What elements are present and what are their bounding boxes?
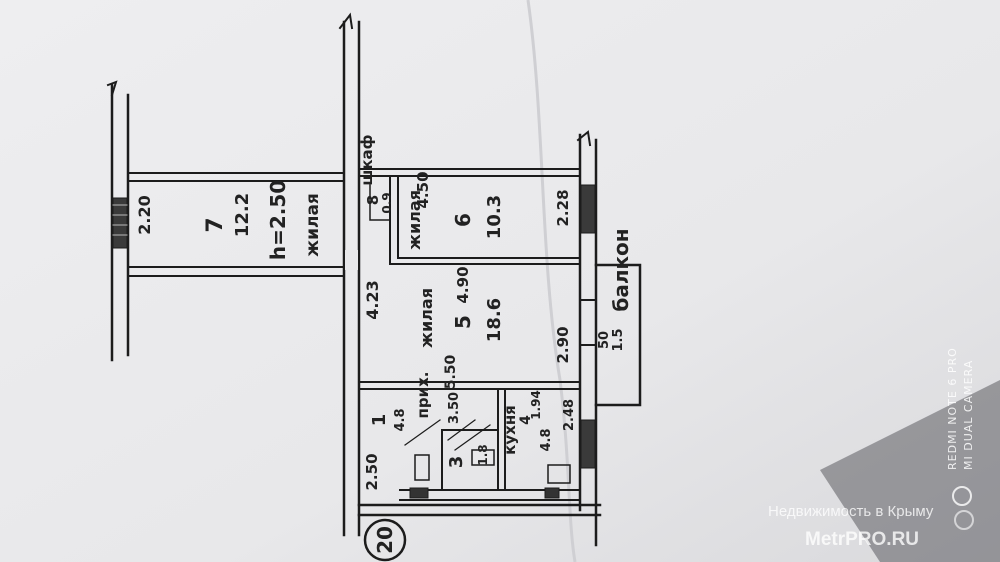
marker-circle — [363, 518, 407, 562]
room5-number: 5 — [451, 315, 475, 329]
door-swings — [404, 419, 491, 451]
bottom-wall — [357, 503, 602, 517]
dim-4-23: 4.23 — [363, 280, 382, 319]
room6-wall-top — [358, 168, 581, 177]
room7-type: жилая — [303, 193, 323, 257]
camera-type: MI DUAL CAMERA — [962, 360, 975, 470]
room6-wall-bottom — [389, 257, 581, 265]
room4-type: кухня — [501, 405, 519, 455]
watermark-logo-icon-2 — [954, 510, 974, 530]
room4-number: 4 — [518, 415, 534, 425]
dim-4-90: 4.90 — [454, 266, 472, 303]
toilet-fixture — [414, 454, 430, 481]
site-watermark: Недвижимость в Крыму MetrPRO.RU — [768, 486, 974, 550]
room6-number: 6 — [451, 213, 475, 227]
room1-type: прих. — [414, 372, 432, 419]
vent-block — [409, 487, 429, 499]
vent-block-2 — [544, 487, 560, 499]
room6-type: жилая — [405, 190, 424, 250]
closet-type: шкаф — [358, 134, 376, 185]
room4-area: 4.8 — [539, 428, 554, 451]
room5-area: 18.6 — [484, 298, 505, 342]
dim-2-50: 2.50 — [363, 453, 381, 490]
balcony-label: балкон — [609, 228, 633, 311]
room1-area: 4.8 — [393, 408, 408, 431]
closet-area: 0.9 — [380, 192, 394, 213]
room7-wall-bottom — [127, 266, 345, 277]
room3-number: 3 — [446, 456, 467, 469]
dim-2-90: 2.90 — [554, 326, 572, 363]
dim-2-48: 2.48 — [562, 399, 577, 431]
room3-area: 1.8 — [476, 444, 490, 465]
watermark-line2: MetrPRO.RU — [805, 529, 919, 550]
room7-wall-top — [127, 172, 345, 182]
watermark-line1: Недвижимость в Крыму — [768, 503, 934, 520]
kitchen-wall — [497, 388, 506, 491]
watermark-logo-icon — [952, 486, 972, 506]
room7-number: 7 — [203, 217, 228, 232]
dim-2-20: 2.20 — [135, 195, 154, 234]
balcony-area: 1.5 — [611, 328, 626, 351]
closet-outline — [369, 184, 391, 221]
room5-type: жилая — [417, 288, 436, 348]
left-wall — [106, 80, 130, 362]
dim-3-50: 3.50 — [447, 392, 462, 424]
balcony-outline — [594, 263, 642, 407]
stove-fixture — [547, 464, 571, 484]
dim-1-94: 1.94 — [529, 390, 543, 420]
floor-plan-drawing — [106, 12, 642, 562]
marker-number: 20 — [373, 526, 397, 554]
balcony-dims: 50 — [597, 331, 612, 349]
dim-5-50: 5.50 — [443, 354, 459, 389]
camera-watermark: REDMI NOTE 6 PRO MI DUAL CAMERA — [946, 347, 975, 470]
dim-4-50: 4.50 — [414, 171, 432, 208]
room7-height: h=2.50 — [266, 180, 290, 260]
room5-wall-bottom — [358, 381, 581, 390]
plan-labels: 7 12.2 h=2.50 жилая 2.20 6 10.3 жилая 4.… — [135, 134, 633, 554]
camera-model: REDMI NOTE 6 PRO — [946, 347, 959, 470]
room6-area: 10.3 — [484, 195, 505, 239]
bath-fixture — [471, 449, 495, 466]
room7-area: 12.2 — [232, 193, 253, 237]
right-wall — [576, 130, 598, 547]
central-wall — [338, 12, 361, 537]
room1-number: 1 — [369, 414, 390, 427]
bathroom-walls — [399, 429, 581, 501]
dim-2-28: 2.28 — [554, 189, 572, 226]
closet-number: 8 — [364, 195, 382, 205]
